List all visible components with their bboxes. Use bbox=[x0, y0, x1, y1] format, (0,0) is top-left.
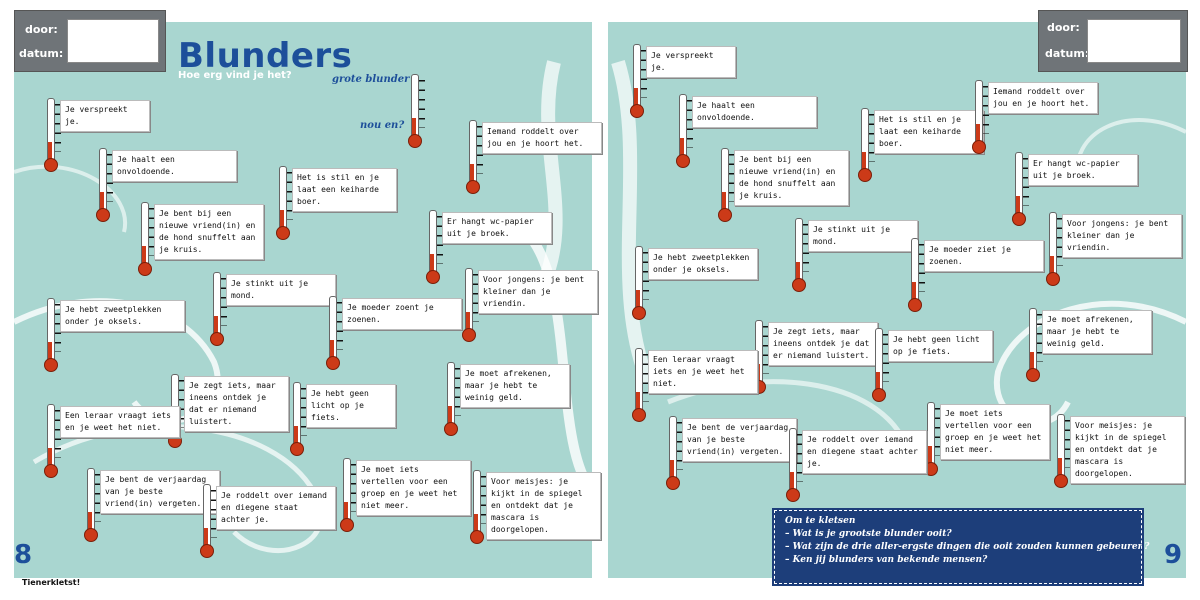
thermometer-icon[interactable] bbox=[44, 404, 61, 480]
thermometer-icon[interactable] bbox=[426, 210, 443, 286]
statement-label: Je stinkt uit je mond. bbox=[808, 220, 918, 252]
thermometer-icon[interactable] bbox=[444, 362, 461, 438]
thermometer-icon[interactable] bbox=[872, 328, 889, 404]
statement-label: Iemand roddelt over jou en je hoort het. bbox=[482, 122, 602, 154]
statement-label: Je moet afrekenen, maar je hebt te weini… bbox=[460, 364, 570, 408]
thermometer-icon[interactable] bbox=[1054, 414, 1071, 490]
thermometer-icon[interactable] bbox=[138, 202, 155, 278]
statement-label: Je verspreekt je. bbox=[646, 46, 736, 78]
thermometer-icon[interactable] bbox=[44, 298, 61, 374]
discussion-title: Om te kletsen bbox=[785, 516, 856, 526]
thermometer-icon[interactable] bbox=[676, 94, 693, 170]
name-date-input[interactable] bbox=[67, 19, 159, 63]
thermometer-icon[interactable] bbox=[210, 272, 227, 348]
datum-label: datum: bbox=[19, 47, 64, 60]
statement-label: Het is stil en je laat een keiharde boer… bbox=[874, 110, 984, 154]
thermometer-icon[interactable] bbox=[340, 458, 357, 534]
statement-label: Voor jongens: je bent kleiner dan je vri… bbox=[478, 270, 598, 314]
thermometer-icon[interactable] bbox=[326, 296, 343, 372]
thermometer-icon[interactable] bbox=[200, 484, 217, 560]
thermometer-icon[interactable] bbox=[858, 108, 875, 184]
thermometer-icon[interactable] bbox=[786, 428, 803, 504]
statement-label: Je hebt zweetplekken onder je oksels. bbox=[60, 300, 185, 332]
thermometer-icon[interactable] bbox=[276, 166, 293, 242]
scale-bottom-label: nou en? bbox=[360, 120, 405, 131]
thermometer-icon[interactable] bbox=[466, 120, 483, 196]
datum-label: datum: bbox=[1045, 47, 1090, 60]
statement-label: Er hangt wc-papier uit je broek. bbox=[1028, 154, 1138, 186]
discussion-question: – Wat is je grootste blunder ooit? bbox=[785, 529, 952, 539]
statement-label: Je moeder zoent je zoenen. bbox=[342, 298, 462, 330]
statement-label: Je hebt geen licht op je fiets. bbox=[306, 384, 396, 428]
statement-label: Je stinkt uit je mond. bbox=[226, 274, 336, 306]
door-label: door: bbox=[25, 23, 58, 36]
statement-label: Je verspreekt je. bbox=[60, 100, 150, 132]
thermometer-icon[interactable] bbox=[924, 402, 941, 478]
statement-label: Je bent bij een nieuwe vriend(in) en de … bbox=[734, 150, 849, 206]
legend-thermometer-icon bbox=[408, 74, 425, 150]
statement-label: Een leraar vraagt iets en je weet het ni… bbox=[648, 350, 758, 394]
statement-label: Je roddelt over iemand en diegene staat … bbox=[216, 486, 336, 530]
thermometer-icon[interactable] bbox=[718, 148, 735, 224]
door-label: door: bbox=[1047, 21, 1080, 34]
thermometer-icon[interactable] bbox=[666, 416, 683, 492]
thermometer-icon[interactable] bbox=[470, 470, 487, 546]
statement-label: Voor meisjes: je kijkt in de spiegel en … bbox=[486, 472, 601, 540]
thermometer-icon[interactable] bbox=[84, 468, 101, 544]
discussion-question: – Wat zijn de drie aller-ergste dingen d… bbox=[785, 542, 1150, 552]
thermometer-icon[interactable] bbox=[1026, 308, 1043, 384]
scale-top-label: grote blunder bbox=[332, 74, 410, 85]
statement-label: Voor meisjes: je kijkt in de spiegel en … bbox=[1070, 416, 1185, 484]
page-subtitle: Hoe erg vind je het? bbox=[178, 70, 292, 81]
thermometer-icon[interactable] bbox=[290, 382, 307, 458]
thermometer-icon[interactable] bbox=[908, 238, 925, 314]
name-date-input[interactable] bbox=[1087, 19, 1181, 63]
statement-label: Je bent de verjaardag van je beste vrien… bbox=[682, 418, 797, 462]
page-number-left: 8 bbox=[14, 540, 33, 570]
statement-label: Je zegt iets, maar ineens ontdek je dat … bbox=[768, 322, 878, 366]
statement-label: Voor jongens: je bent kleiner dan je vri… bbox=[1062, 214, 1182, 258]
statement-label: Er hangt wc-papier uit je broek. bbox=[442, 212, 552, 244]
thermometer-icon[interactable] bbox=[792, 218, 809, 294]
page-title: Blunders bbox=[178, 36, 353, 76]
statement-label: Je haalt een onvoldoende. bbox=[692, 96, 817, 128]
thermometer-icon[interactable] bbox=[96, 148, 113, 224]
footer-brand: Tienerkletst! bbox=[22, 578, 81, 587]
statement-label: Je moeder ziet je zoenen. bbox=[924, 240, 1044, 272]
statement-label: Je hebt geen licht op je fiets. bbox=[888, 330, 993, 362]
thermometer-icon[interactable] bbox=[1012, 152, 1029, 228]
statement-label: Je hebt zweetplekken onder je oksels. bbox=[648, 248, 758, 280]
discussion-box: Om te kletsen – Wat is je grootste blund… bbox=[772, 508, 1150, 586]
statement-label: Je haalt een onvoldoende. bbox=[112, 150, 237, 182]
statement-label: Een leraar vraagt iets en je weet het ni… bbox=[60, 406, 180, 438]
page-number-right: 9 bbox=[1164, 540, 1183, 570]
thermometer-icon[interactable] bbox=[1046, 212, 1063, 288]
thermometer-icon[interactable] bbox=[972, 80, 989, 156]
name-date-field-right: door: datum: bbox=[1038, 10, 1188, 72]
thermometer-icon[interactable] bbox=[632, 246, 649, 322]
thermometer-icon[interactable] bbox=[630, 44, 647, 120]
name-date-field-left: door: datum: bbox=[14, 10, 166, 72]
statement-label: Je moet afrekenen, maar je hebt te weini… bbox=[1042, 310, 1152, 354]
thermometer-icon[interactable] bbox=[462, 268, 479, 344]
statement-label: Het is stil en je laat een keiharde boer… bbox=[292, 168, 397, 212]
statement-label: Je bent bij een nieuwe vriend(in) en de … bbox=[154, 204, 264, 260]
thermometer-icon[interactable] bbox=[632, 348, 649, 424]
statement-label: Je moet iets vertellen voor een groep en… bbox=[940, 404, 1050, 460]
statement-label: Je moet iets vertellen voor een groep en… bbox=[356, 460, 471, 516]
discussion-question: – Ken jij blunders van bekende mensen? bbox=[785, 555, 988, 565]
statement-label: Je roddelt over iemand en diegene staat … bbox=[802, 430, 927, 474]
statement-label: Iemand roddelt over jou en je hoort het. bbox=[988, 82, 1098, 114]
statement-label: Je zegt iets, maar ineens ontdek je dat … bbox=[184, 376, 289, 432]
thermometer-icon[interactable] bbox=[44, 98, 61, 174]
